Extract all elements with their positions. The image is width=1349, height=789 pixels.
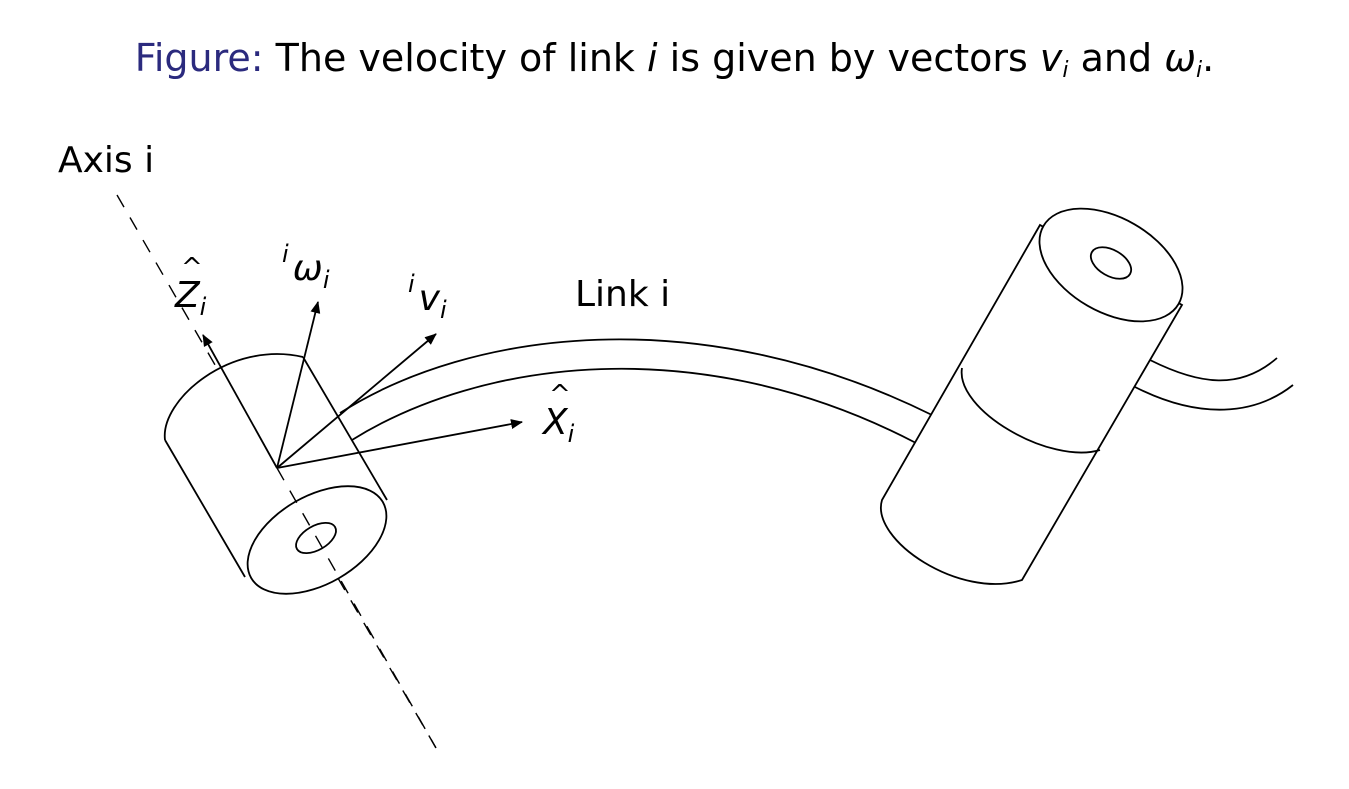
z-axis-arrow	[202, 334, 278, 469]
x-hat-label: Xi	[543, 380, 575, 448]
omega-sub: i	[322, 266, 330, 294]
omega-base: ω	[292, 248, 323, 289]
joint-cylinder-right	[880, 207, 1184, 585]
velocity-arrow	[276, 333, 437, 469]
z-hat-label: Zi	[175, 253, 207, 321]
next-link-lower-edge	[1134, 384, 1294, 411]
caption-var: ω	[1164, 36, 1197, 80]
x-hat-base: X	[543, 380, 570, 443]
link-label: Link i	[575, 274, 671, 315]
next-link-upper-edge	[1149, 357, 1278, 382]
caption-text: .	[1202, 36, 1215, 80]
caption-sub: i	[1062, 58, 1069, 83]
z-hat-base: Z	[175, 253, 202, 316]
joint-cylinder-left	[164, 349, 437, 749]
link-lower-edge	[351, 367, 917, 444]
velocity-sub: i	[439, 296, 447, 324]
velocity-sup: i	[408, 270, 415, 298]
caption-text: The velocity of link	[263, 36, 648, 80]
x-axis-arrow	[276, 419, 523, 469]
caption-text: is given by vectors	[657, 36, 1040, 80]
x-hat-sub: i	[567, 420, 575, 448]
omega-arrow	[276, 301, 321, 469]
z-hat-sub: i	[199, 293, 207, 321]
velocity-base: v	[418, 278, 440, 319]
omega-sup: i	[282, 240, 289, 268]
link-upper-edge	[339, 338, 933, 416]
caption-text: and	[1068, 36, 1165, 80]
caption-var: i	[647, 36, 658, 80]
axis-label: Axis i	[58, 140, 155, 181]
caption-lead: Figure:	[134, 36, 264, 80]
caption-sub: i	[1196, 58, 1203, 83]
caption-var: v	[1039, 36, 1063, 80]
figure-caption: Figure: The velocity of link i is given …	[0, 36, 1349, 83]
